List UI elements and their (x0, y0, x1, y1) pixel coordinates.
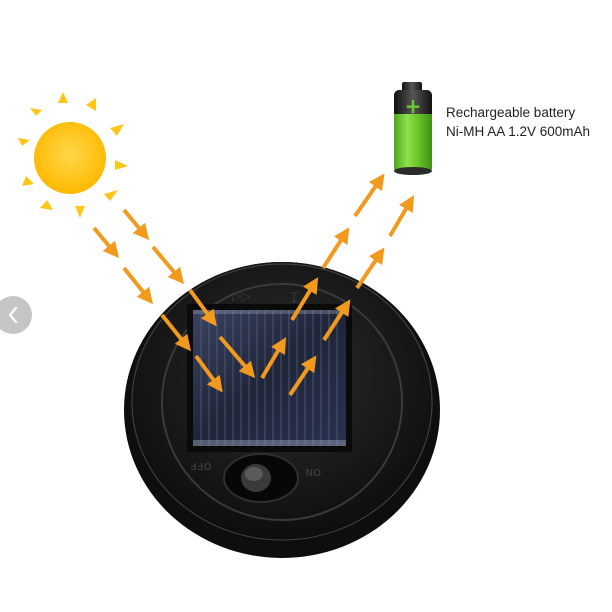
battery-icon (394, 82, 432, 175)
incoming-light-arrows (92, 208, 256, 393)
chevron-left-icon (8, 306, 18, 324)
embossed-mark-left: ▷▷ (232, 289, 251, 303)
battery-label-line1: Rechargeable battery (446, 105, 576, 120)
battery-specs: Rechargeable battery Ni-MH AA 1.2V 600mA… (446, 103, 590, 141)
previous-image-button[interactable] (0, 296, 32, 334)
battery-plus-symbol: + (405, 94, 422, 118)
outgoing-energy-arrows (260, 173, 415, 397)
solar-panel (187, 304, 352, 452)
switch-off-label: OFF (190, 460, 212, 471)
switch-on-label: ON (305, 466, 321, 477)
embossed-mark-right: ⌶ (290, 290, 298, 306)
battery-label-line2: Ni-MH AA 1.2V 600mAh (446, 124, 591, 139)
power-switch (223, 453, 299, 503)
sun-icon (18, 92, 128, 218)
